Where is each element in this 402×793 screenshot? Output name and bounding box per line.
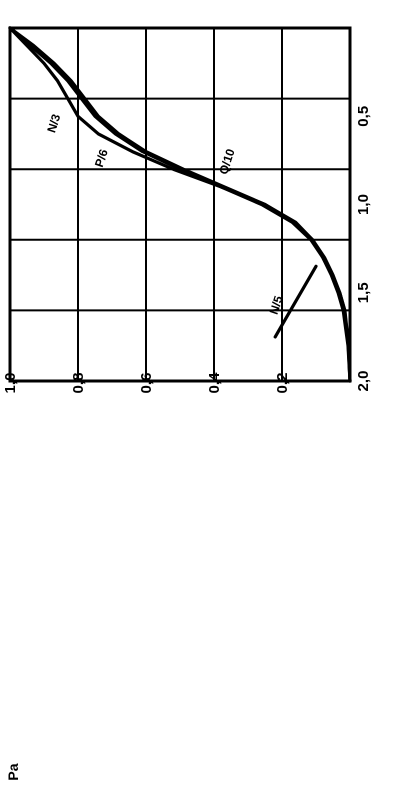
series-label: P/6: [92, 147, 111, 169]
x-tick-label: 0,5: [355, 106, 372, 127]
y-tick-label: 1,0: [2, 373, 19, 394]
plot-frame: [8, 26, 352, 383]
chart-panel-upper: 0,5 1,0 1,5 2,0 1,0 0,8 0,6 0,4 0,2 Q/10 P/6 N/3N/5: [2, 26, 372, 394]
series-label: N/3: [44, 112, 63, 134]
y-tick-label: 0,6: [138, 373, 155, 394]
series-label: N/5: [267, 294, 286, 316]
y-tick-label: 0,2: [274, 373, 291, 394]
series-line-p-6: [8, 26, 352, 383]
y-axis-title: Pa: [5, 763, 21, 780]
x-tick-label: 1,0: [355, 194, 372, 215]
y-tick-label: 0,4: [206, 372, 223, 394]
series-line-n-5: [273, 264, 318, 339]
series-label: Q/10: [216, 147, 237, 176]
y-tick-label: 0,8: [70, 373, 87, 394]
x-tick-label: 1,5: [355, 282, 372, 303]
x-tick-label: 2,0: [355, 371, 372, 392]
series-line-n-3: [8, 26, 352, 383]
chart-panel-lower: 0,51,01,62,0PaP/6N/3N/1P/5: [5, 763, 21, 780]
series-line-q-10: [8, 26, 352, 383]
